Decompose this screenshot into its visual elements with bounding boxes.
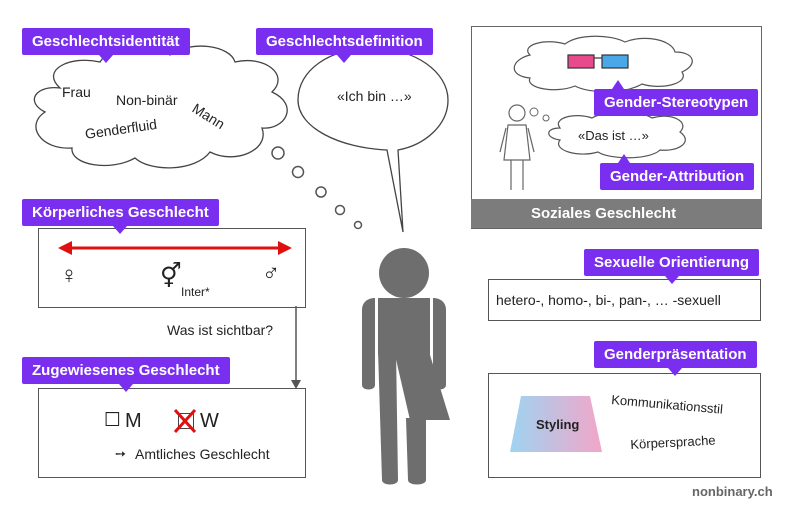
- thought-circle: [271, 146, 285, 160]
- stereotype-pointer-icon: [612, 80, 624, 89]
- attribution-text: «Das ist …»: [578, 128, 649, 143]
- checkbox-w-checked-icon: [178, 413, 194, 429]
- inter-symbol-icon: ⚥: [160, 263, 182, 290]
- official-arrow-icon: ➙: [115, 446, 126, 461]
- checkbox-m-icon: ☐: [104, 410, 122, 431]
- glasses-lens-blue: [601, 54, 629, 69]
- label-geschlechtsidentitaet: Geschlechtsidentität: [22, 28, 190, 63]
- styling-text: Styling: [536, 417, 580, 432]
- social-gender-bar: [471, 199, 762, 228]
- thought-circle: [315, 186, 327, 198]
- label-genderpraesentation: Genderpräsentation: [594, 341, 757, 376]
- attribution-pointer-icon: [618, 154, 630, 163]
- definition-text: «Ich bin …»: [337, 88, 412, 104]
- orientation-box: [488, 279, 761, 321]
- figure-left-arm: [362, 298, 375, 390]
- thought-circle: [353, 220, 363, 230]
- figure-right-leg: [406, 418, 426, 485]
- label-zugewiesenes-geschlecht: Zugewiesenes Geschlecht: [22, 357, 230, 392]
- label-gender-attribution: Gender-Attribution: [600, 163, 755, 190]
- thought-circle-small: [542, 114, 550, 122]
- thought-circle: [334, 204, 346, 216]
- thought-circle-small: [529, 107, 539, 117]
- figure-torso-dress: [378, 298, 450, 420]
- visible-question: Was ist sichtbar?: [167, 322, 274, 338]
- identity-word-frau: Frau: [62, 84, 91, 100]
- social-gender-title: Soziales Geschlecht: [531, 205, 677, 222]
- label-sexuelle-orientierung: Sexuelle Orientierung: [584, 249, 760, 284]
- w-label: W: [200, 410, 219, 432]
- label-geschlechtsdefinition: Geschlechtsdefinition: [256, 28, 433, 63]
- orientation-text: hetero-, homo-, bi-, pan-, … -sexuell: [496, 292, 721, 308]
- m-label: M: [125, 410, 142, 432]
- figure-right-arm: [433, 298, 446, 390]
- small-person-figure: [499, 104, 535, 190]
- definition-bubble-shape: [297, 47, 449, 233]
- female-symbol-icon: ♀: [60, 262, 78, 289]
- inter-label: Inter*: [181, 285, 210, 299]
- label-koerperliches-geschlecht: Körperliches Geschlecht: [22, 199, 219, 234]
- male-symbol-icon: ♂: [262, 260, 280, 287]
- thought-circle: [291, 165, 305, 179]
- glasses-lens-pink: [567, 54, 595, 69]
- figure-head: [379, 248, 429, 298]
- figure-left-leg: [378, 350, 398, 485]
- assigned-sex-box: [38, 388, 306, 478]
- label-gender-stereotypen: Gender-Stereotypen: [594, 89, 759, 116]
- footer-site[interactable]: nonbinary.ch: [692, 484, 773, 499]
- official-label: Amtliches Geschlecht: [135, 446, 270, 462]
- identity-word-nonbinaer: Non-binär: [116, 92, 178, 108]
- body-sex-box: [38, 228, 306, 308]
